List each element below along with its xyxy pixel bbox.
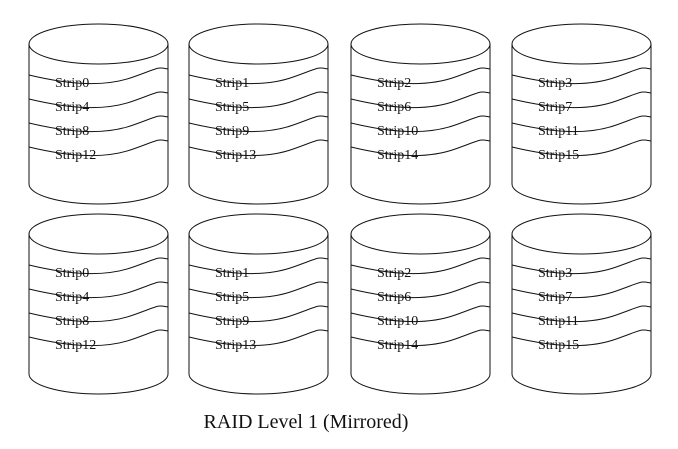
- strip-divider: [28, 91, 169, 109]
- strip-divider: [511, 115, 652, 133]
- disk-top: [511, 213, 652, 255]
- strip-label: Strip1: [215, 266, 249, 281]
- disks-layer: Strip0Strip4Strip8Strip12Strip1Strip5Str…: [28, 23, 652, 395]
- strip-label: Strip9: [215, 124, 249, 139]
- strip-label: Strip7: [538, 100, 572, 115]
- strip-divider: [28, 281, 169, 299]
- strip-divider: [28, 139, 169, 157]
- disk-body: [28, 43, 169, 205]
- disk-body: [511, 43, 652, 205]
- strip-divider: [28, 329, 169, 347]
- strip-label: Strip14: [377, 338, 418, 353]
- strip-label: Strip10: [377, 314, 418, 329]
- strip-divider: [511, 305, 652, 323]
- strip-label: Strip2: [377, 266, 411, 281]
- strip-label: Strip2: [377, 76, 411, 91]
- strip-divider: [350, 257, 491, 275]
- strip-divider: [188, 281, 329, 299]
- strip-divider: [350, 67, 491, 85]
- strip-divider: [511, 67, 652, 85]
- disk-top: [28, 23, 169, 65]
- strip-label: Strip12: [55, 338, 96, 353]
- strip-label: Strip14: [377, 148, 418, 163]
- strip-divider: [350, 91, 491, 109]
- strip-label: Strip7: [538, 290, 572, 305]
- strip-divider: [28, 305, 169, 323]
- diagram-caption: RAID Level 1 (Mirrored): [204, 411, 409, 433]
- strip-divider: [188, 329, 329, 347]
- disk-top: [350, 213, 491, 255]
- strip-divider: [511, 329, 652, 347]
- disk-body: [28, 233, 169, 395]
- strip-label: Strip5: [215, 100, 249, 115]
- disk-top: [188, 213, 329, 255]
- strip-divider: [188, 139, 329, 157]
- strip-divider: [511, 257, 652, 275]
- strip-label: Strip13: [215, 338, 256, 353]
- strip-label: Strip3: [538, 266, 572, 281]
- strip-divider: [350, 281, 491, 299]
- strip-divider: [188, 115, 329, 133]
- strip-label: Strip12: [55, 148, 96, 163]
- strip-label: Strip4: [55, 100, 89, 115]
- strip-label: Strip1: [215, 76, 249, 91]
- disk-body: [188, 233, 329, 395]
- strip-divider: [188, 67, 329, 85]
- disk-top: [511, 23, 652, 65]
- strip-label: Strip11: [538, 314, 579, 329]
- strip-divider: [188, 91, 329, 109]
- disk-top: [350, 23, 491, 65]
- strip-divider: [188, 305, 329, 323]
- disk-body: [350, 43, 491, 205]
- strip-label: Strip5: [215, 290, 249, 305]
- strip-label: Strip9: [215, 314, 249, 329]
- strip-label: Strip15: [538, 338, 579, 353]
- strip-label: Strip0: [55, 266, 89, 281]
- strip-label: Strip0: [55, 76, 89, 91]
- strip-divider: [188, 257, 329, 275]
- strip-label: Strip11: [538, 124, 579, 139]
- strip-divider: [350, 115, 491, 133]
- strip-divider: [350, 305, 491, 323]
- strip-divider: [511, 91, 652, 109]
- strip-label: Strip10: [377, 124, 418, 139]
- strip-label: Strip4: [55, 290, 89, 305]
- disk-body: [350, 233, 491, 395]
- strip-divider: [28, 67, 169, 85]
- strip-divider: [511, 281, 652, 299]
- strip-divider: [28, 257, 169, 275]
- strip-label: Strip8: [55, 314, 89, 329]
- strip-divider: [350, 329, 491, 347]
- strip-label: Strip3: [538, 76, 572, 91]
- strip-divider: [350, 139, 491, 157]
- strip-label: Strip13: [215, 148, 256, 163]
- strip-divider: [511, 139, 652, 157]
- disk-body: [511, 233, 652, 395]
- strip-label: Strip6: [377, 290, 411, 305]
- strip-label: Strip6: [377, 100, 411, 115]
- disk-body: [188, 43, 329, 205]
- strip-label: Strip8: [55, 124, 89, 139]
- disk-top: [188, 23, 329, 65]
- strip-label: Strip15: [538, 148, 579, 163]
- disk-top: [28, 213, 169, 255]
- strip-divider: [28, 115, 169, 133]
